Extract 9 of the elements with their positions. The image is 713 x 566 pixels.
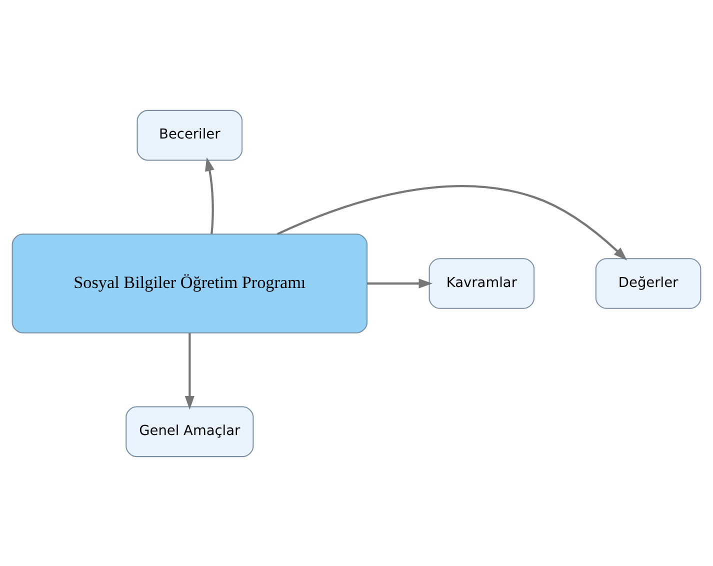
arrow: [367, 278, 433, 288]
arrow: [277, 184, 628, 260]
arrow: [184, 332, 194, 410]
node-box: Kavramlar: [428, 258, 535, 308]
node-box: Beceriler: [136, 109, 243, 160]
node-box: Genel Amaçlar: [126, 406, 254, 457]
node-box: Değerler: [595, 258, 702, 308]
node-box: Sosyal Bilgiler Öğretim Programı: [12, 233, 368, 333]
arrow: [205, 156, 214, 234]
